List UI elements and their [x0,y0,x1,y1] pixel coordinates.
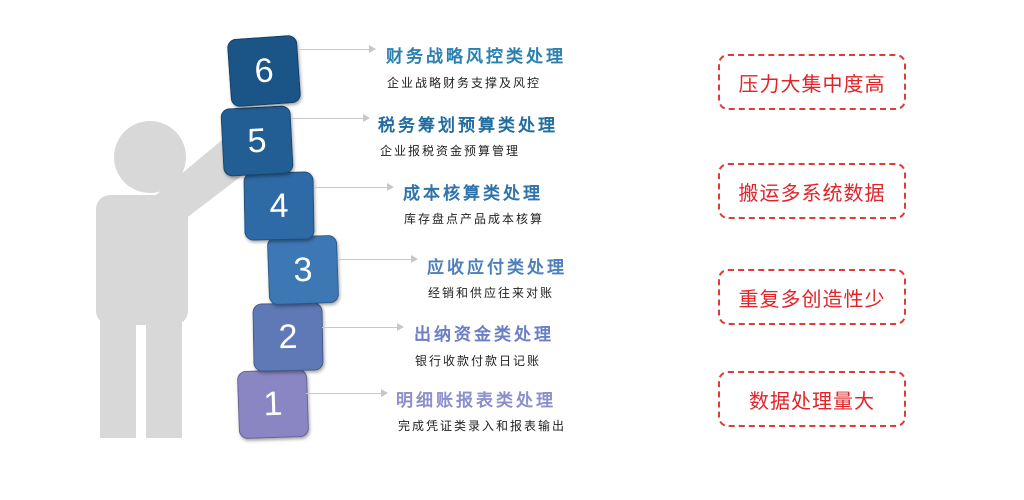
level-2-desc: 银行收款付款日记账 [415,354,542,368]
level-6-title: 财务战略风控类处理 [386,47,566,67]
block-6: 6 [226,34,302,108]
block-number: 3 [292,250,314,289]
level-4-title: 成本核算类处理 [403,184,543,204]
level-5-title: 税务筹划预算类处理 [378,116,558,136]
block-number: 4 [269,186,289,225]
level-1-desc: 完成凭证类录入和报表输出 [398,419,567,433]
stick-figure-icon [96,121,252,438]
level-4-desc: 库存盘点产品成本核算 [404,212,545,226]
level-2-title: 出纳资金类处理 [414,325,554,345]
arrow-icon [314,183,394,191]
level-1-title: 明细账报表类处理 [396,391,556,411]
block-1: 1 [236,368,310,440]
arrow-icon [322,323,404,331]
arrow-icon [338,255,418,263]
arrow-icon [292,114,370,122]
block-number: 1 [262,384,284,423]
block-2: 2 [252,302,324,372]
block-number: 5 [246,121,268,160]
level-5-desc: 企业报税资金预算管理 [380,144,521,158]
tag-repetitive: 重复多创造性少 [718,269,906,325]
block-number: 6 [253,50,275,91]
block-5: 5 [220,105,294,177]
level-3-title: 应收应付类处理 [427,258,567,278]
block-4: 4 [243,171,315,241]
arrow-icon [306,389,388,397]
tag-data-volume: 数据处理量大 [718,371,906,427]
tag-data-moving: 搬运多系统数据 [718,163,906,219]
arrow-icon [300,45,376,53]
level-6-desc: 企业战略财务支撑及风控 [387,76,542,90]
tag-pressure: 压力大集中度高 [718,54,906,110]
block-3: 3 [266,234,340,306]
block-number: 2 [278,317,298,356]
level-3-desc: 经销和供应往来对账 [428,286,555,300]
